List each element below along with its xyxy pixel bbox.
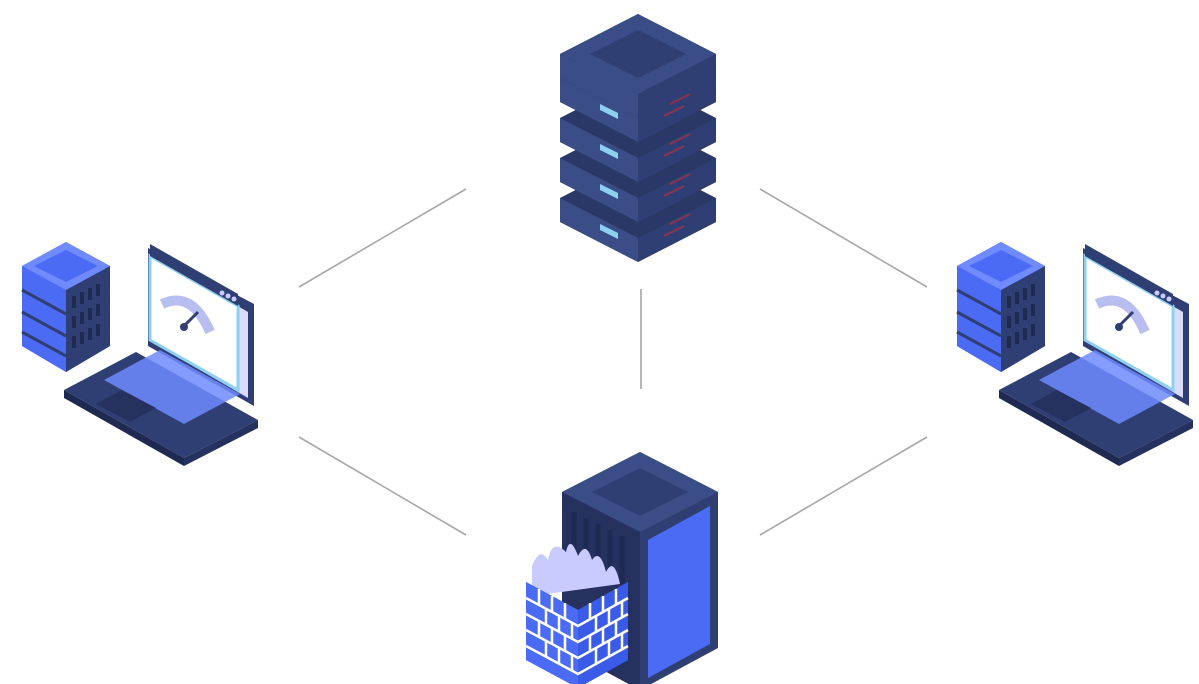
edge-top-right bbox=[759, 188, 928, 288]
brick-wall-icon bbox=[525, 582, 629, 684]
edge-right-bottom bbox=[759, 436, 928, 536]
connector-lines bbox=[298, 188, 928, 536]
right-client-laptop-icon bbox=[957, 242, 1193, 466]
firewall-server-icon bbox=[525, 452, 718, 684]
server-stack-icon bbox=[559, 14, 717, 263]
edge-top-left bbox=[298, 188, 467, 288]
left-client-laptop-icon bbox=[22, 242, 258, 466]
flame-icon bbox=[532, 543, 620, 596]
edge-left-bottom bbox=[298, 436, 467, 536]
